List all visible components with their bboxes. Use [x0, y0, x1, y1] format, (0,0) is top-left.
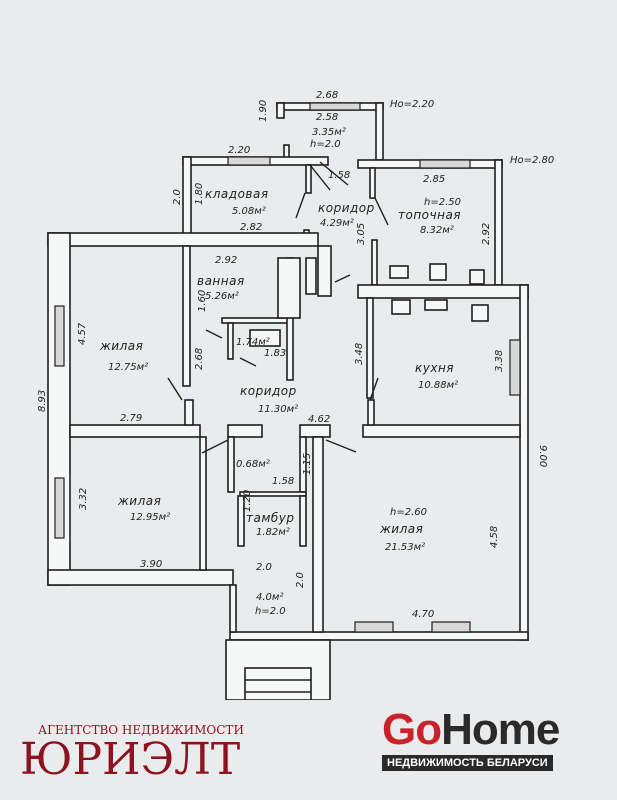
porch-area: 3.35м² [312, 127, 346, 138]
dimension: 3.32 [78, 488, 89, 510]
gohome-home: Home [441, 705, 560, 754]
pantry-name: кладовая [205, 187, 269, 201]
dimension-labels: 2.68 2.58 1.90 2.20 2.0 1.80 1.58 2.85 2… [37, 90, 548, 620]
living1-area: 12.75м² [108, 362, 148, 373]
dimension: 2.85 [423, 174, 445, 185]
corridor-area: 11.30м² [258, 404, 298, 415]
dimension: 4.58 [489, 526, 500, 548]
dimension: 4.57 [77, 322, 88, 345]
dimension: 4.62 [308, 414, 330, 425]
dimension: 2.68 [316, 90, 338, 101]
dimension: 1.80 [194, 183, 205, 205]
dimension: 3.05 [356, 223, 367, 245]
living3-area: 21.53м² [385, 542, 425, 553]
vestibule-name: тамбур [246, 511, 295, 525]
corridor-small-name: коридор [318, 201, 375, 215]
dimension: 3.38 [494, 350, 505, 372]
dimension: 2.92 [481, 223, 492, 245]
living2-area: 12.95м² [130, 512, 170, 523]
room-labels: 3.35м² h=2.0 кладовая 5.08м² коридор 4.2… [99, 99, 554, 617]
dimension: 1.83 [264, 348, 286, 359]
dimension: 2.0 [172, 189, 183, 205]
dimension: 1.15 [302, 453, 313, 475]
bathroom-area: 5.26м² [205, 291, 239, 302]
entry-height: h=2.0 [255, 606, 286, 617]
living3-name: жилая [379, 522, 423, 536]
dimension: 1.60 [197, 290, 208, 312]
entry-area: 4.0м² [256, 592, 283, 603]
dimension: 1.20 [242, 490, 253, 512]
gohome-go: Go [382, 705, 442, 754]
boiler-height: h=2.50 [424, 197, 461, 208]
height-mark-1: Hо=2.20 [390, 99, 434, 110]
living3-height: h=2.60 [390, 507, 427, 518]
dimension: 2.79 [120, 413, 142, 424]
walls [47, 102, 529, 700]
dimension: 4.70 [412, 609, 434, 620]
vestibule-area: 1.82м² [256, 527, 290, 538]
dimension: 2.82 [240, 222, 262, 233]
dimension: 2.20 [228, 145, 250, 156]
kitchen-area: 10.88м² [418, 380, 458, 391]
boiler-name: топочная [398, 208, 461, 222]
dimension: 2.0 [256, 562, 272, 573]
dimension: 2.0 [295, 572, 306, 588]
pantry-area: 5.08м² [232, 206, 266, 217]
yuriolt-logo: ЮРИЭЛТ [20, 734, 241, 785]
boiler-area: 8.32м² [420, 225, 454, 236]
closet-area: 0.68м² [236, 459, 270, 470]
gohome-logo-subtitle: НЕДВИЖИМОСТЬ БЕЛАРУСИ [382, 755, 553, 771]
living2-name: жилая [117, 494, 161, 508]
yuriolt-logo-subtitle: АГЕНТСТВО НЕДВИЖИМОСТИ [38, 723, 244, 737]
bathroom-name: ванная [197, 274, 245, 288]
dimension: 3.90 [140, 559, 162, 570]
dimension: 1.58 [272, 476, 294, 487]
dimension: 2.68 [194, 348, 205, 370]
dimension: 2.92 [215, 255, 237, 266]
dimension: 2.58 [316, 112, 338, 123]
kitchen-name: кухня [415, 361, 454, 375]
living1-name: жилая [99, 339, 143, 353]
gohome-logo: GoHome [382, 705, 560, 754]
porch-height: h=2.0 [310, 139, 341, 150]
dimension: 8.93 [37, 390, 48, 412]
floor-plan: 3.35м² h=2.0 кладовая 5.08м² коридор 4.2… [37, 90, 554, 700]
wc-area: 1.74м² [236, 337, 270, 348]
height-mark-2: Hо=2.80 [510, 155, 554, 166]
dimension: 1.90 [258, 100, 269, 122]
dimension: 1.58 [328, 170, 350, 181]
dimension: 3.48 [354, 343, 365, 365]
corridor-name: коридор [240, 384, 297, 398]
dimension: 9.00 [537, 445, 548, 467]
corridor-small-area: 4.29м² [320, 218, 354, 229]
